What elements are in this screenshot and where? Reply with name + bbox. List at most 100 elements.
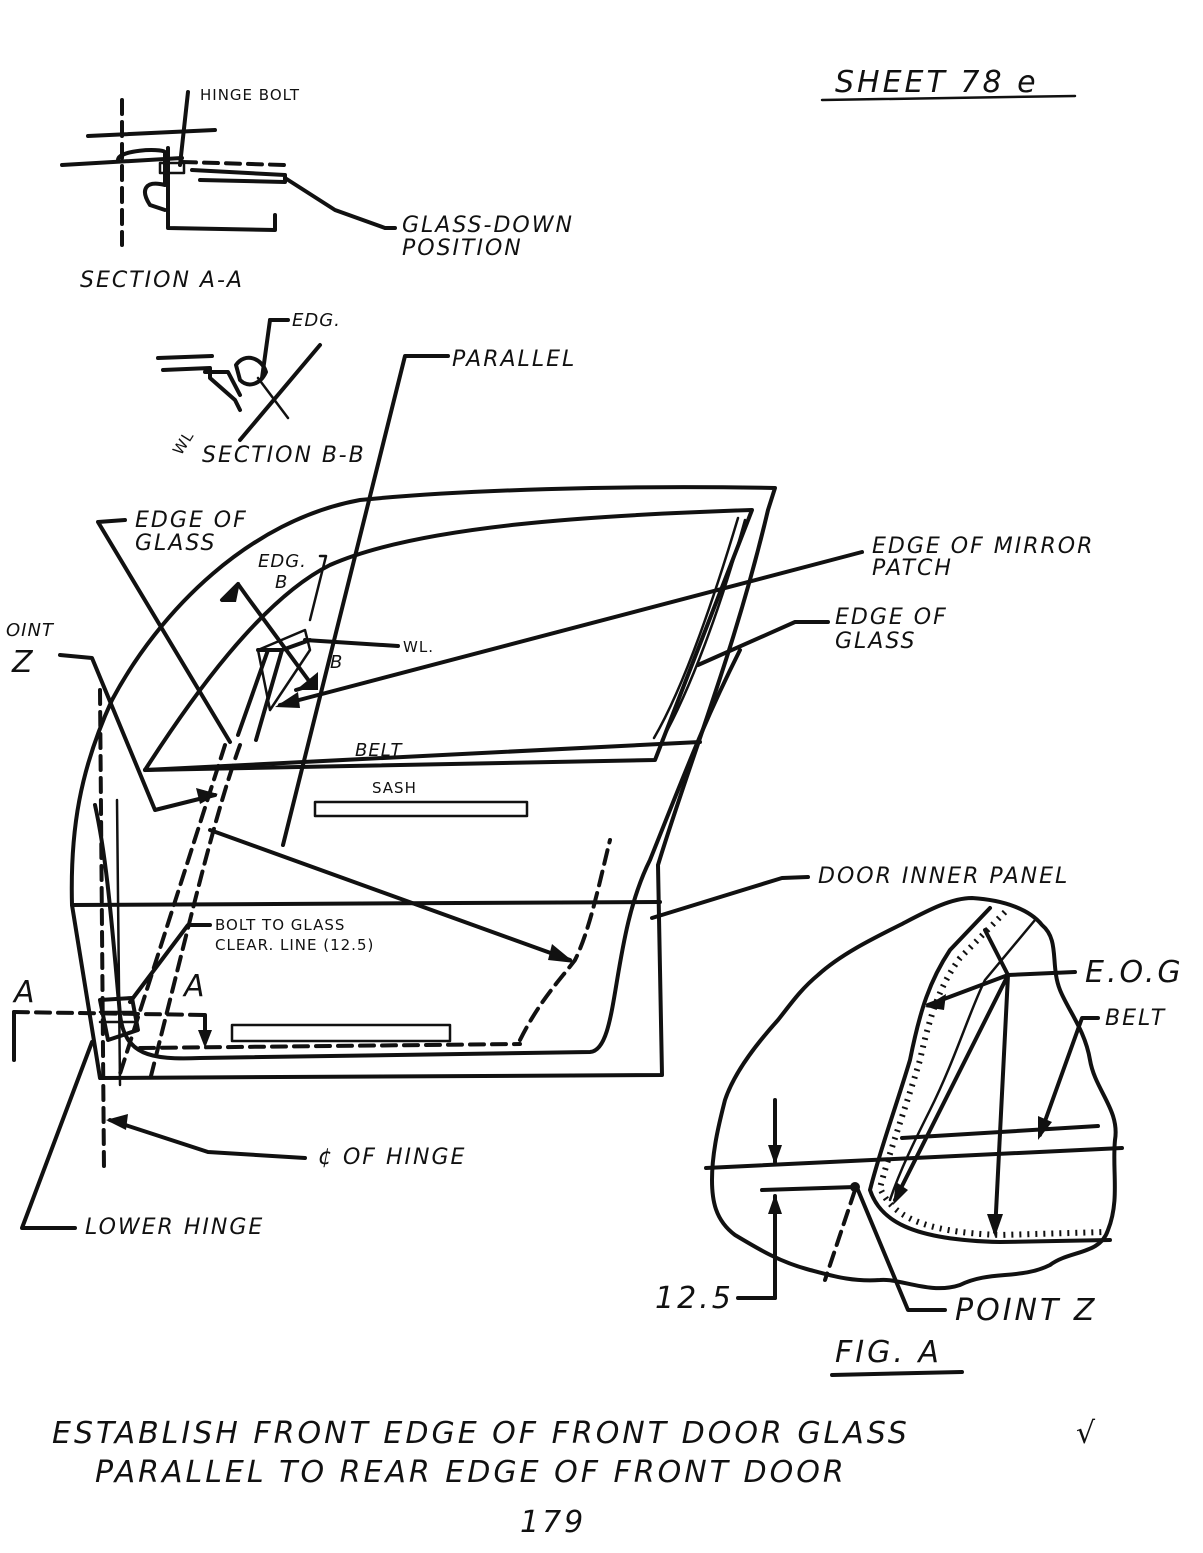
- lower-sash-rail: [230, 1023, 452, 1043]
- door-inner-panel-label: DOOR INNER PANEL: [818, 864, 1069, 889]
- cl-hinge-label: ¢ OF HINGE: [318, 1145, 466, 1170]
- fig-a-point-z-label: POINT Z: [955, 1293, 1097, 1328]
- edge-glass-right-label-1: EDGE OF: [835, 605, 948, 630]
- fig-a-eog-leader: [1006, 970, 1077, 977]
- lower-hinge-body: [98, 996, 140, 1042]
- edge-glass-left-leader: [96, 518, 232, 744]
- section-bb-profile: [156, 354, 242, 412]
- fig-a-dim-line: [760, 1185, 857, 1192]
- fig-a-eog-head-1: [925, 994, 946, 1010]
- fig-a-eog-label: E.O.G: [1085, 955, 1184, 990]
- fig-a-title-underline: [830, 1370, 964, 1377]
- section-bb-wl-label: WL: [169, 427, 198, 458]
- edg-b-label: EDG.: [258, 551, 307, 572]
- b-bottom-label: B: [330, 652, 343, 673]
- sash-label: SASH: [372, 779, 417, 797]
- fig-a-eog-arrow-4: [983, 928, 1010, 977]
- section-cut-bottom-arrow: [296, 672, 318, 690]
- fig-a-dim-arrow-down: [768, 1194, 782, 1214]
- section-aa-dash: [180, 160, 287, 167]
- fig-a-eog-head-2: [893, 1182, 908, 1205]
- fig-a-point-z-leader: [856, 1188, 947, 1312]
- section-cut-aa-right-arrow: [198, 1030, 212, 1048]
- hinge-centerline: [98, 688, 106, 1172]
- point-z-partial-label: OINT: [6, 620, 55, 641]
- fig-a-dim-arrow-up: [768, 1145, 782, 1165]
- b-top-label: B: [275, 572, 288, 593]
- section-cut-aa: [12, 1010, 207, 1017]
- window-inner-frame: [143, 508, 754, 772]
- door-inner-panel-outline: [93, 648, 742, 1061]
- caption-line-2: PARALLEL TO REAR EDGE OF FRONT DOOR: [95, 1455, 847, 1490]
- parallel-leader: [281, 354, 450, 847]
- fig-a-glass-corner: [868, 906, 1112, 1244]
- edge-mirror-arrowhead: [275, 692, 300, 708]
- sash-channel: [313, 800, 529, 818]
- door-waist-line: [70, 900, 662, 907]
- section-aa-hinge-bar: [86, 128, 217, 138]
- fig-a-eog-head-3: [987, 1214, 1003, 1237]
- section-bb-glass-line: [238, 343, 322, 442]
- sheet-number: SHEET 78 e: [835, 65, 1039, 100]
- hinge-left-line: [115, 798, 122, 1087]
- glass-down-label-1: GLASS-DOWN: [402, 213, 574, 238]
- section-bb-group: EDG. WL SECTION B-B: [156, 310, 366, 468]
- edge-mirror-leader: [278, 550, 864, 707]
- caption-check: √: [1076, 1416, 1098, 1451]
- belt-label: BELT: [355, 740, 404, 761]
- edge-mirror-label-1: EDGE OF MIRROR: [872, 534, 1094, 559]
- glass-down-leader: [283, 176, 397, 230]
- section-bb-title: SECTION B-B: [202, 443, 366, 468]
- sheet-number-underline: [820, 94, 1077, 102]
- fig-a-hatch-edge: [876, 909, 1106, 1239]
- edge-glass-right-label-2: GLASS: [835, 629, 917, 654]
- fig-a-eog-arrow-3: [993, 973, 1010, 1234]
- glass-down-label-2: POSITION: [402, 236, 523, 261]
- section-aa-glass: [190, 168, 287, 184]
- fig-a-belt-leader: [1038, 1016, 1100, 1137]
- fig-a-title: FIG. A: [835, 1335, 942, 1370]
- fig-a-glass-dash: [823, 1188, 857, 1282]
- sheet-number-group: SHEET 78 e: [820, 65, 1077, 102]
- section-cut-top-arrow: [222, 582, 240, 602]
- glass-lower-contour: [148, 743, 242, 1082]
- fig-a-eog-arrow-2: [893, 973, 1010, 1202]
- fig-a-belt-label: BELT: [1105, 1006, 1166, 1031]
- fig-a-belt-arrowhead: [1038, 1116, 1052, 1140]
- cl-hinge-leader: [108, 1118, 307, 1160]
- belt-line: [143, 740, 702, 772]
- lower-hinge-leader: [20, 1040, 94, 1230]
- lower-sash-dash: [138, 1042, 522, 1050]
- wl-label: WL.: [403, 638, 434, 656]
- bolt-leader: [128, 923, 212, 1004]
- section-aa-horizontal: [60, 156, 184, 167]
- wl-leader: [303, 638, 400, 648]
- glass-front-edge: [236, 638, 312, 742]
- edge-glass-right-leader: [696, 620, 830, 667]
- page-number: 179: [520, 1505, 586, 1540]
- door-outer-frame: [69, 485, 777, 1080]
- a-left-label: A: [12, 975, 38, 1010]
- fig-a-tear-outline: [710, 896, 1118, 1291]
- section-aa-bracket: [166, 146, 277, 232]
- caption-group: ESTABLISH FRONT EDGE OF FRONT DOOR GLASS…: [52, 1416, 1098, 1540]
- edge-glass-left-label-2: GLASS: [135, 531, 217, 556]
- mirror-patch-outline: [256, 628, 312, 712]
- edg-b-leader: [308, 554, 328, 622]
- section-aa-group: HINGE BOLT GLASS-DOWN POSITION SECTION A…: [60, 86, 574, 293]
- fig-a-group: 12.5 POINT Z E.O.G BELT FIG. A: [655, 896, 1184, 1377]
- door-view-group: BELT SASH PARALLEL EDGE OF MIRROR PATCH …: [6, 347, 1094, 1240]
- door-inner-panel-leader: [650, 875, 810, 920]
- a-right-label: A: [182, 969, 208, 1004]
- section-aa-title: SECTION A-A: [80, 268, 244, 293]
- diagonal-arrowhead: [548, 944, 575, 963]
- fig-a-dim-label: 12.5: [655, 1281, 734, 1316]
- fig-a-inner-edge: [888, 918, 1037, 1202]
- edge-glass-left-label-1: EDGE OF: [135, 508, 248, 533]
- z-letter: Z: [11, 645, 36, 680]
- hinge-bolt-leader: [178, 90, 190, 167]
- point-z-leader: [58, 653, 217, 812]
- parallel-label: PARALLEL: [452, 347, 576, 372]
- section-bb-edg-label: EDG.: [292, 310, 341, 331]
